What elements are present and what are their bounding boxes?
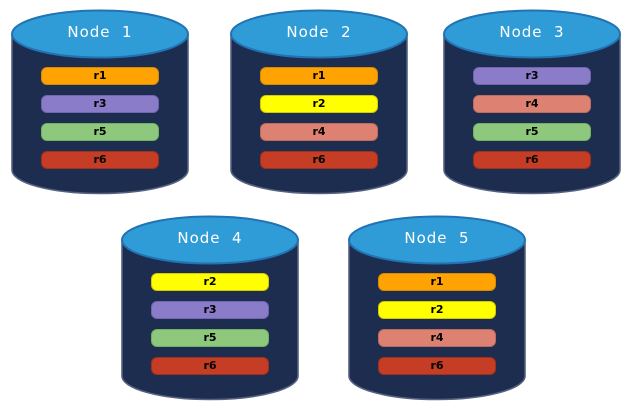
replica-bar: r5: [473, 123, 591, 141]
replica-bar: r1: [41, 67, 159, 85]
replica-bar: r3: [473, 67, 591, 85]
node-4-cylinder: Node 4 r2 r3 r5 r6: [121, 215, 299, 401]
replica-bars: r2 r3 r5 r6: [121, 273, 299, 375]
node-title: Node 3: [499, 23, 565, 41]
replica-bar: r6: [260, 151, 378, 169]
replica-bar: r2: [378, 301, 496, 319]
replica-bar: r1: [260, 67, 378, 85]
node-title: Node 1: [67, 23, 133, 41]
replica-bar: r4: [473, 95, 591, 113]
replica-bars: r1 r2 r4 r6: [230, 67, 408, 169]
replica-bar: r5: [151, 329, 269, 347]
replica-bar: r2: [151, 273, 269, 291]
replica-bar: r3: [151, 301, 269, 319]
replica-bars: r3 r4 r5 r6: [443, 67, 621, 169]
node-5-cylinder: Node 5 r1 r2 r4 r6: [348, 215, 526, 401]
replica-bar: r4: [378, 329, 496, 347]
node-2-cylinder: Node 2 r1 r2 r4 r6: [230, 9, 408, 195]
node-title: Node 2: [286, 23, 352, 41]
replica-bar: r6: [378, 357, 496, 375]
replica-bar: r6: [151, 357, 269, 375]
replica-bars: r1 r3 r5 r6: [11, 67, 189, 169]
replica-bar: r6: [473, 151, 591, 169]
replica-bar: r2: [260, 95, 378, 113]
replica-bars: r1 r2 r4 r6: [348, 273, 526, 375]
node-title: Node 5: [404, 229, 470, 247]
replica-bar: r1: [378, 273, 496, 291]
node-3-cylinder: Node 3 r3 r4 r5 r6: [443, 9, 621, 195]
node-title: Node 4: [177, 229, 243, 247]
replica-bar: r3: [41, 95, 159, 113]
replica-bar: r6: [41, 151, 159, 169]
replica-bar: r5: [41, 123, 159, 141]
node-1-cylinder: Node 1 r1 r3 r5 r6: [11, 9, 189, 195]
replica-bar: r4: [260, 123, 378, 141]
